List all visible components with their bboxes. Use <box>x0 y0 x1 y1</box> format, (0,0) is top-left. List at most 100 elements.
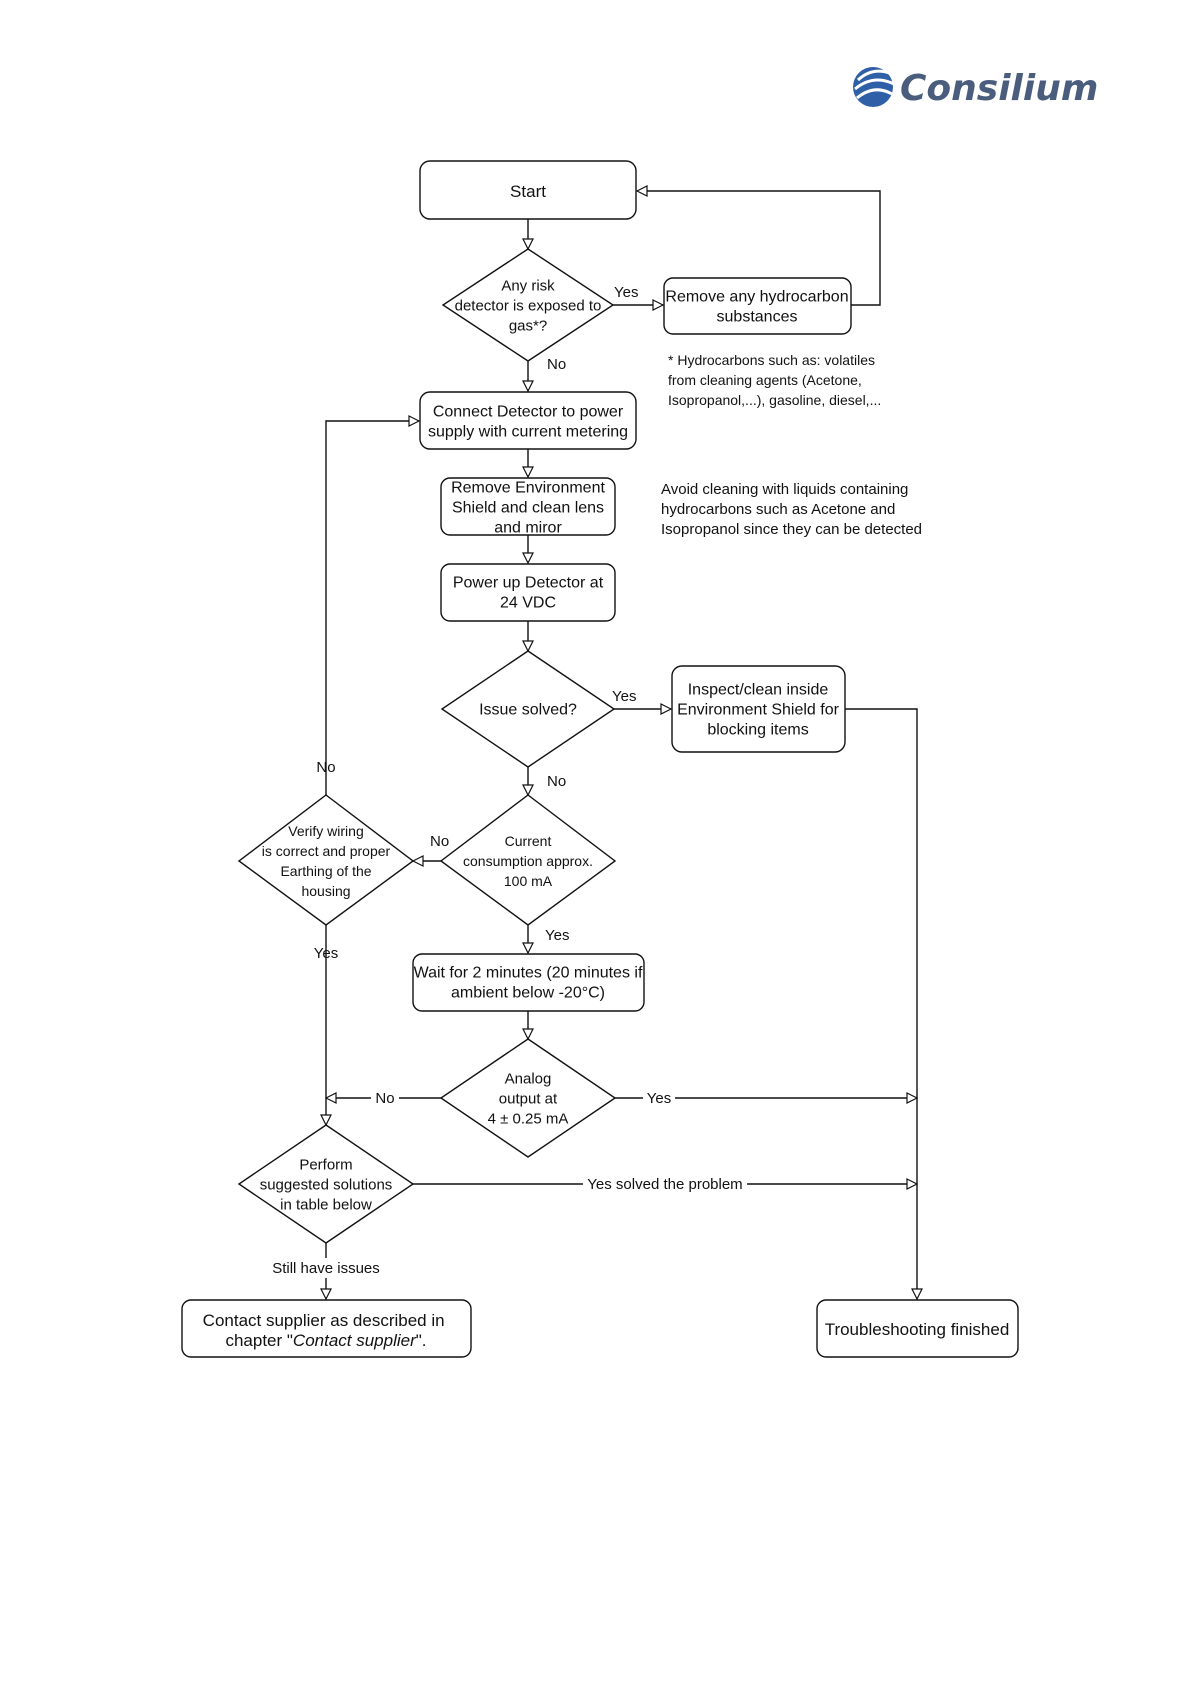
inline-edge-labels: No Yes Yes solved the problem Still have… <box>266 1088 747 1278</box>
node-connect <box>419 391 637 450</box>
node-current-line: 100 mA <box>504 873 553 889</box>
node-verify-line: Verify wiring <box>288 823 363 839</box>
node-remove-hc-line: substances <box>717 309 798 326</box>
node-connect-text: Connect Detector to power supply with cur… <box>428 404 628 441</box>
node-inspect <box>671 665 846 753</box>
brand-name: Consilium <box>900 68 1098 109</box>
consilium-logo: Consilium <box>853 67 1098 109</box>
label-current-yes: Yes <box>545 927 569 944</box>
node-start <box>419 160 637 220</box>
label-perform-yes-bg <box>583 1174 747 1194</box>
label-perform-still-bg <box>266 1258 386 1278</box>
note-avoid-line: Isopropanol since they can be detected <box>661 521 922 538</box>
label-exposed-no: No <box>547 356 566 373</box>
side-notes: * Hydrocarbons such as: volatiles from cl… <box>661 352 922 538</box>
label-verify-yes: Yes <box>314 945 338 962</box>
node-remove-env-line: Remove Environment <box>451 480 605 497</box>
node-remove-env-line: Shield and clean lens <box>452 500 604 517</box>
node-finished <box>816 1299 1019 1358</box>
node-inspect-line: blocking items <box>707 722 808 739</box>
node-issue-text: Issue solved? <box>479 702 577 719</box>
node-current-line: Current <box>505 833 552 849</box>
node-current-line: consumption approx. <box>463 853 593 869</box>
node-remove-env <box>440 477 616 536</box>
node-finished-text: Troubleshooting finished <box>825 1320 1010 1339</box>
node-perform-line: suggested solutions <box>260 1176 393 1193</box>
node-analog-line: 4 ± 0.25 mA <box>488 1110 569 1127</box>
note-avoid-line: hydrocarbons such as Acetone and <box>661 501 895 518</box>
flowchart-shapes <box>181 160 1019 1358</box>
node-power-up-line: Power up Detector at <box>453 575 604 592</box>
consilium-swirl-icon <box>853 67 895 107</box>
note-hydrocarbons: * Hydrocarbons such as: volatiles from cl… <box>668 352 881 408</box>
node-verify-line: is correct and proper <box>262 843 391 859</box>
label-exposed-yes: Yes <box>614 284 638 301</box>
node-start-line: Start <box>510 182 546 201</box>
connectors <box>326 191 917 1299</box>
node-analog-line: output at <box>499 1090 558 1107</box>
label-analog-yes: Yes <box>647 1090 671 1107</box>
contact-line-2: chapter "Contact supplier". <box>225 1331 426 1350</box>
node-issue-diamond <box>440 650 616 768</box>
edge-verify-to-connect <box>325 421 419 795</box>
node-issue-line: Issue solved? <box>479 702 577 719</box>
node-inspect-line: Environment Shield for <box>677 702 840 719</box>
node-verify-line: housing <box>301 883 350 899</box>
contact-line-2-prefix: chapter " <box>225 1331 292 1350</box>
node-current-text: Current consumption approx. 100 mA <box>463 833 593 889</box>
node-exposed-diamond <box>441 248 615 362</box>
contact-line-2-suffix: ". <box>416 1331 427 1350</box>
node-analog-diamond <box>439 1038 617 1158</box>
label-analog-yes-bg <box>643 1088 675 1108</box>
note-hydrocarbons-line: * Hydrocarbons such as: volatiles <box>668 352 875 368</box>
node-power-up-line: 24 VDC <box>500 595 556 612</box>
label-perform-yes: Yes solved the problem <box>587 1176 742 1193</box>
label-analog-no-bg <box>371 1088 399 1108</box>
node-perform-text: Perform suggested solutions in table below <box>260 1156 393 1213</box>
node-wait-line: ambient below -20°C) <box>451 985 605 1002</box>
node-wait-text: Wait for 2 minutes (20 minutes if ambient… <box>414 965 643 1002</box>
node-connect-line: supply with current metering <box>428 424 628 441</box>
node-perform-line: in table below <box>280 1196 372 1213</box>
node-perform-line: Perform <box>299 1156 352 1173</box>
node-analog-text: Analog output at 4 ± 0.25 mA <box>488 1070 569 1127</box>
edge-labels: Yes No Yes No No Yes No Yes <box>314 284 639 962</box>
label-verify-no: No <box>316 759 335 776</box>
node-wait <box>412 953 645 1012</box>
node-analog-line: Analog <box>505 1070 552 1087</box>
node-verify-line: Earthing of the <box>280 863 371 879</box>
node-contact-text: Contact supplier as described in chapter… <box>203 1311 450 1350</box>
node-remove-hc <box>663 277 852 335</box>
node-inspect-line: Inspect/clean inside <box>688 682 829 699</box>
label-issue-no: No <box>547 773 566 790</box>
note-avoid-line: Avoid cleaning with liquids containing <box>661 481 908 498</box>
node-contact <box>181 1299 472 1358</box>
node-connect-line: Connect Detector to power <box>433 404 624 421</box>
node-remove-env-line: and miror <box>494 520 562 537</box>
label-current-no: No <box>430 833 449 850</box>
node-current-diamond <box>439 794 617 926</box>
node-start-text: Start <box>510 182 546 201</box>
node-wait-line: Wait for 2 minutes (20 minutes if <box>414 965 643 982</box>
contact-line-1: Contact supplier as described in <box>203 1311 445 1330</box>
node-remove-hc-text: Remove any hydrocarbon substances <box>665 289 848 326</box>
edge-inspect-to-finished <box>845 708 917 1299</box>
label-analog-no: No <box>375 1090 394 1107</box>
label-issue-yes: Yes <box>612 688 636 705</box>
node-exposed-line: gas*? <box>509 317 547 334</box>
node-remove-hc-line: Remove any hydrocarbon <box>665 289 848 306</box>
contact-line-2-italic: Contact supplier <box>293 1331 417 1350</box>
node-perform-diamond <box>237 1124 415 1244</box>
note-avoid: Avoid cleaning with liquids containing hy… <box>661 481 922 538</box>
note-hydrocarbons-line: from cleaning agents (Acetone, <box>668 372 862 388</box>
edge-remove-hc-to-start <box>637 191 881 306</box>
label-perform-still: Still have issues <box>272 1260 380 1277</box>
node-exposed-line: detector is exposed to <box>455 297 602 314</box>
node-power-up-text: Power up Detector at 24 VDC <box>453 575 604 612</box>
